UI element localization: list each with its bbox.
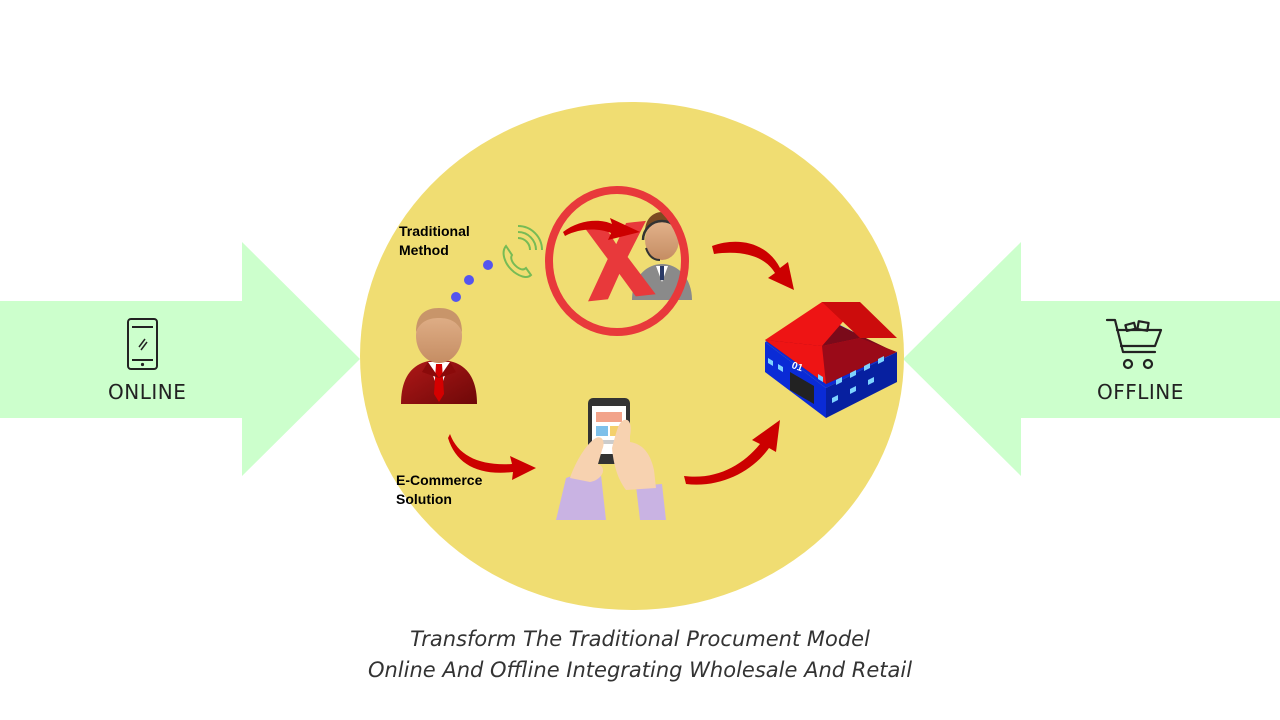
caption-line-2: Online And Offline Integrating Wholesale…: [367, 658, 913, 682]
arrow-to-agent: [563, 218, 640, 240]
ecommerce-label-line2: Solution: [396, 491, 452, 507]
caption-line-1: Transform The Traditional Procument Mode…: [410, 627, 870, 651]
traditional-method-label: Traditional Method: [399, 222, 470, 260]
central-circle: [360, 102, 904, 610]
warehouse-icon: [765, 302, 897, 418]
online-arrow: [0, 242, 360, 476]
shopping-cart-icon: [1105, 318, 1163, 370]
arrow-agent-to-warehouse: [712, 241, 794, 290]
offline-label: OFFLINE: [1097, 380, 1184, 404]
ecommerce-solution-label: E-Commerce Solution: [396, 471, 482, 509]
traditional-label-line2: Method: [399, 242, 449, 258]
call-dots: [451, 260, 493, 302]
phone-handset-icon: [502, 225, 543, 278]
warehouse-number: 01: [790, 360, 805, 374]
arrow-to-mobile: [448, 434, 536, 480]
offline-arrow: [903, 242, 1280, 476]
ecommerce-label-line1: E-Commerce: [396, 472, 483, 488]
traditional-label-line1: Traditional: [399, 223, 470, 239]
online-label: ONLINE: [108, 380, 187, 404]
businessman-icon: [401, 308, 477, 404]
mobile-shopping-icon: [556, 398, 666, 520]
prohibited-sign-icon: [545, 186, 689, 336]
smartphone-icon: [127, 318, 158, 370]
arrow-mobile-to-warehouse: [684, 420, 780, 485]
